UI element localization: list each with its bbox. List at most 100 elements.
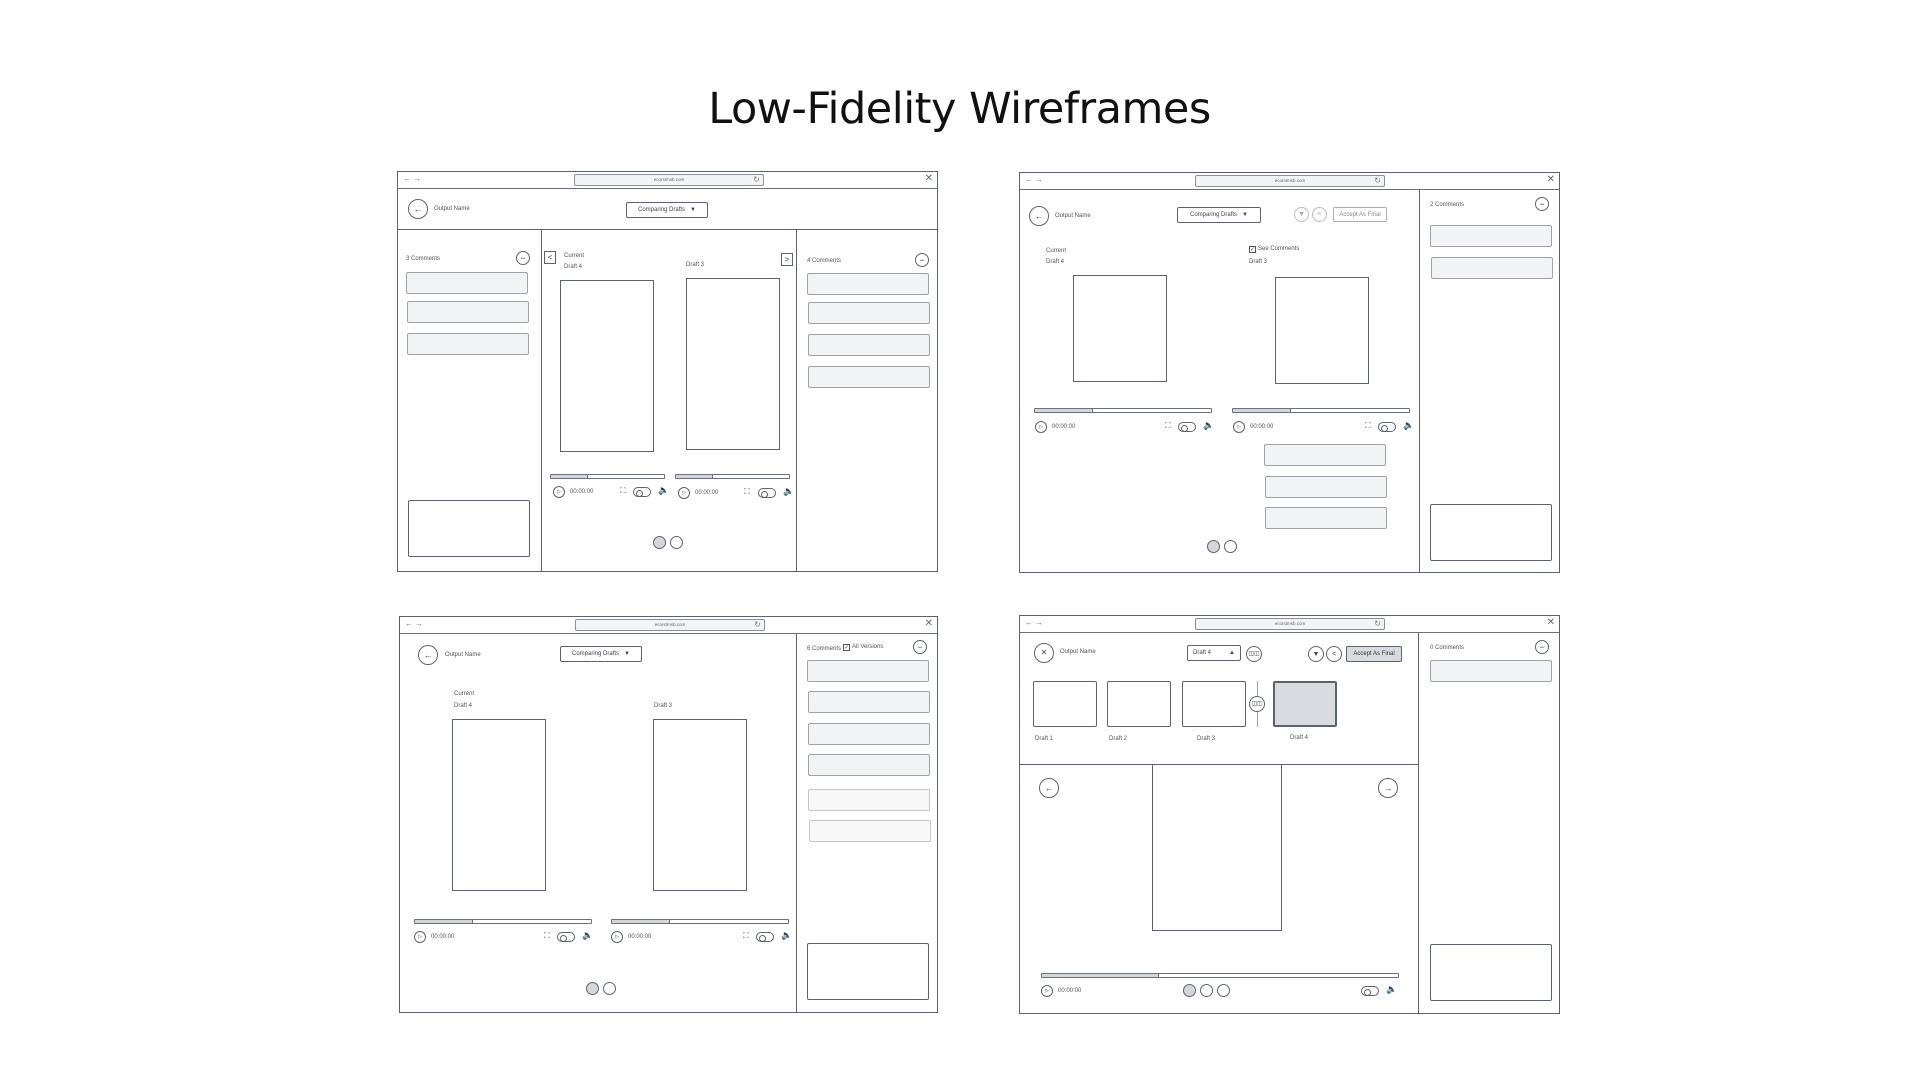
collapse-comments-button[interactable]: −: [1535, 197, 1549, 211]
back-icon[interactable]: ←: [403, 174, 413, 183]
draft-thumbnail[interactable]: [1182, 681, 1246, 727]
comment-input[interactable]: [1430, 944, 1552, 1001]
video-player-draft-3[interactable]: [1275, 277, 1369, 384]
close-view-button[interactable]: ✕: [1034, 643, 1054, 663]
comment-input[interactable]: [807, 943, 929, 1000]
play-icon[interactable]: ▷: [611, 931, 623, 943]
browser-nav-arrows[interactable]: ←→: [405, 620, 425, 628]
back-icon[interactable]: ←: [1025, 618, 1035, 627]
url-bar[interactable]: ecorstmsb.com↻: [574, 174, 764, 186]
comment-input[interactable]: [408, 500, 530, 557]
see-comments-checkbox[interactable]: ✓See Comments: [1249, 246, 1300, 253]
comment-placeholder[interactable]: [808, 334, 930, 356]
comment-placeholder[interactable]: [406, 272, 528, 294]
forward-icon[interactable]: →: [1035, 175, 1045, 184]
comments-toggle[interactable]: [557, 932, 575, 942]
older-version-comment-placeholder[interactable]: [808, 789, 930, 811]
close-icon[interactable]: ✕: [924, 618, 933, 629]
volume-icon[interactable]: 🔈: [783, 486, 795, 496]
comments-toggle[interactable]: [1378, 422, 1396, 432]
reload-icon[interactable]: ↻: [1374, 619, 1381, 628]
draft-select-dropdown[interactable]: Draft 4▲: [1187, 645, 1241, 661]
comment-placeholder[interactable]: [407, 301, 529, 323]
play-icon[interactable]: ▷: [1233, 421, 1245, 433]
volume-icon[interactable]: 🔈: [658, 485, 670, 495]
comment-placeholder[interactable]: [808, 723, 930, 745]
older-version-comment-placeholder[interactable]: [809, 820, 931, 842]
share-button[interactable]: <: [1312, 207, 1327, 222]
progress-bar-draft-4[interactable]: [1034, 408, 1212, 413]
share-button[interactable]: <: [1326, 646, 1342, 662]
next-draft-button[interactable]: >: [781, 253, 793, 266]
comments-toggle[interactable]: [1178, 422, 1196, 432]
comment-input[interactable]: [1430, 504, 1552, 561]
video-player-draft-4[interactable]: [560, 280, 654, 452]
play-icon[interactable]: ▷: [678, 487, 690, 499]
pagination-dot-active[interactable]: [1207, 540, 1220, 553]
back-icon[interactable]: ←: [405, 619, 415, 628]
pagination-dot[interactable]: [1217, 984, 1230, 997]
play-icon[interactable]: ▷: [1035, 421, 1047, 433]
video-player-draft-4[interactable]: [452, 719, 546, 891]
next-draft-button[interactable]: →: [1378, 778, 1398, 798]
video-player-main[interactable]: [1152, 764, 1282, 931]
fullscreen-icon[interactable]: ⛶: [743, 931, 749, 940]
comparing-drafts-dropdown[interactable]: Comparing Drafts▼: [626, 202, 708, 218]
browser-nav-arrows[interactable]: ←→: [1025, 619, 1045, 627]
collapse-comments-button[interactable]: −: [1535, 640, 1549, 654]
forward-icon[interactable]: →: [413, 174, 423, 183]
progress-bar-draft-4[interactable]: [550, 474, 665, 479]
download-button[interactable]: ▼: [1308, 646, 1324, 662]
progress-bar-draft-3[interactable]: [675, 474, 790, 479]
pagination-dot[interactable]: [1200, 984, 1213, 997]
draft-thumbnail-selected[interactable]: [1273, 681, 1337, 727]
url-bar[interactable]: ecorstmsb.com↻: [575, 619, 765, 631]
reload-icon[interactable]: ↻: [754, 620, 761, 629]
progress-bar-draft-3[interactable]: [611, 919, 789, 924]
comments-toggle[interactable]: [1361, 986, 1379, 996]
forward-icon[interactable]: →: [1035, 618, 1045, 627]
play-icon[interactable]: ▷: [414, 931, 426, 943]
prev-draft-button[interactable]: <: [544, 251, 556, 264]
fullscreen-icon[interactable]: ⛶: [1365, 421, 1371, 430]
download-button[interactable]: ▼: [1294, 207, 1309, 222]
comparing-drafts-dropdown[interactable]: Comparing Drafts▼: [560, 646, 642, 662]
pagination-dot-active[interactable]: [653, 536, 666, 549]
inline-comment-placeholder[interactable]: [1265, 476, 1387, 498]
compare-with-button[interactable]: ◫◫: [1249, 696, 1265, 712]
collapse-right-comments-button[interactable]: −: [915, 253, 929, 267]
collapse-left-comments-button[interactable]: −: [516, 251, 530, 265]
volume-icon[interactable]: 🔈: [1203, 420, 1215, 430]
volume-icon[interactable]: 🔈: [781, 930, 793, 940]
close-icon[interactable]: ✕: [924, 173, 933, 184]
comment-placeholder[interactable]: [807, 660, 929, 682]
accept-as-final-button[interactable]: Accept As Final: [1346, 646, 1402, 662]
fullscreen-icon[interactable]: ⛶: [744, 487, 750, 496]
comment-placeholder[interactable]: [808, 691, 930, 713]
comments-toggle[interactable]: [756, 932, 774, 942]
comments-toggle[interactable]: [758, 488, 776, 498]
pagination-dot[interactable]: [603, 982, 616, 995]
collapse-comments-button[interactable]: −: [913, 640, 927, 654]
video-player-draft-3[interactable]: [686, 278, 780, 450]
compare-button[interactable]: ◫◫: [1246, 646, 1262, 662]
volume-icon[interactable]: 🔈: [1386, 984, 1398, 994]
comments-toggle[interactable]: [633, 487, 651, 497]
close-icon[interactable]: ✕: [1546, 617, 1555, 628]
fullscreen-icon[interactable]: ⛶: [544, 931, 550, 940]
pagination-dot-active[interactable]: [586, 982, 599, 995]
pagination-dot[interactable]: [670, 536, 683, 549]
back-icon[interactable]: ←: [1025, 175, 1035, 184]
video-player-draft-3[interactable]: [653, 719, 747, 891]
comment-placeholder[interactable]: [1430, 225, 1552, 247]
progress-bar-main[interactable]: [1041, 973, 1399, 978]
comment-placeholder[interactable]: [808, 366, 930, 388]
back-button[interactable]: ←: [418, 645, 438, 665]
back-button[interactable]: ←: [1029, 206, 1049, 226]
play-icon[interactable]: ▷: [553, 486, 565, 498]
url-bar[interactable]: ecorstmsb.com↻: [1195, 175, 1385, 187]
comment-placeholder[interactable]: [407, 333, 529, 355]
reload-icon[interactable]: ↻: [1374, 176, 1381, 185]
play-icon[interactable]: ▷: [1041, 985, 1053, 997]
accept-as-final-button[interactable]: Accept As Final: [1333, 207, 1387, 222]
